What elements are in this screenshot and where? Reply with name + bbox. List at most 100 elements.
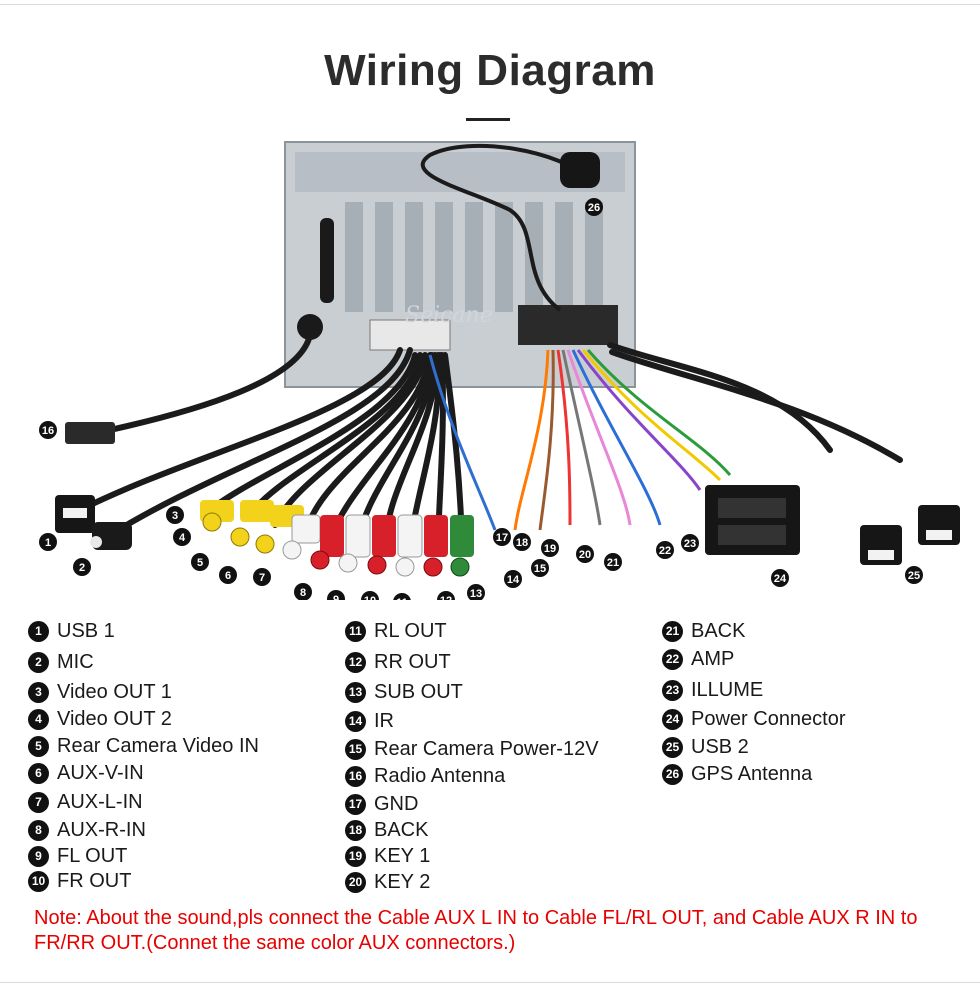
svg-text:7: 7: [259, 572, 265, 584]
legend-badge: 4: [28, 708, 49, 730]
legend-item-rr-out: 12 RR OUT: [345, 650, 451, 674]
legend-badge: 17: [345, 793, 366, 815]
legend-badge: 13: [345, 681, 366, 703]
legend-badge: 9: [28, 845, 49, 867]
svg-text:19: 19: [544, 543, 556, 555]
legend-badge: 22: [662, 648, 683, 670]
legend-badge: 15: [345, 738, 366, 760]
callout-20: 20: [576, 545, 594, 563]
svg-text:2: 2: [79, 562, 85, 574]
callout-9: 9: [327, 590, 345, 600]
legend-item-rear-camera-video-in: 5 Rear Camera Video IN: [28, 734, 259, 758]
callout-25: 25: [905, 566, 923, 584]
legend-badge: 2: [28, 651, 49, 673]
svg-text:18: 18: [516, 537, 528, 549]
legend-label: IR: [374, 709, 394, 732]
legend-label: FR OUT: [57, 869, 132, 892]
legend-item-aux-v-in: 6 AUX-V-IN: [28, 761, 144, 785]
legend-badge: 7: [28, 791, 49, 813]
svg-text:3: 3: [172, 510, 178, 522]
callout-2: 2: [73, 558, 91, 576]
legend-label: Video OUT 1: [57, 680, 172, 703]
callout-badges: 1 2 3 4 5 6 7 8 9 10 11 12 13 14 15 16 1…: [39, 198, 923, 600]
legend-label: KEY 1: [374, 844, 431, 867]
sound-connection-note: Note: About the sound,pls connect the Ca…: [34, 907, 918, 954]
svg-text:17: 17: [496, 532, 508, 544]
legend-label: BACK: [374, 818, 429, 841]
callout-19: 19: [541, 539, 559, 557]
legend-item-aux-r-in: 8 AUX-R-IN: [28, 818, 146, 842]
svg-text:25: 25: [908, 570, 920, 582]
legend-label: AUX-V-IN: [57, 761, 144, 784]
legend-badge: 3: [28, 681, 49, 703]
legend-label: RL OUT: [374, 619, 447, 642]
legend-label: Video OUT 2: [57, 707, 172, 730]
callout-6: 6: [219, 566, 237, 584]
power-connector: [705, 485, 800, 555]
callout-22: 22: [656, 541, 674, 559]
legend-item-video-out-2: 4 Video OUT 2: [28, 707, 172, 731]
svg-text:23: 23: [684, 538, 696, 550]
legend-label: AUX-L-IN: [57, 790, 143, 813]
svg-text:24: 24: [774, 573, 787, 585]
legend-badge: 18: [345, 819, 366, 841]
legend-item-fl-out: 9 FL OUT: [28, 844, 127, 868]
legend-label: RR OUT: [374, 650, 451, 673]
legend-badge: 12: [345, 651, 366, 673]
svg-text:22: 22: [659, 545, 671, 557]
callout-1: 1: [39, 533, 57, 551]
legend-item-aux-l-in: 7 AUX-L-IN: [28, 790, 143, 814]
legend-label: Rear Camera Video IN: [57, 734, 259, 757]
svg-text:12: 12: [440, 595, 452, 600]
callout-23: 23: [681, 534, 699, 552]
bottom-divider: [0, 982, 980, 983]
legend-label: Power Connector: [691, 707, 846, 730]
top-divider: [0, 4, 980, 5]
callout-12: 12: [437, 591, 455, 600]
legend-label: AUX-R-IN: [57, 818, 146, 841]
svg-text:15: 15: [534, 563, 546, 575]
svg-text:20: 20: [579, 549, 591, 561]
legend-badge: 5: [28, 735, 49, 757]
radio-antenna-plug: [65, 422, 115, 444]
legend-badge: 14: [345, 710, 366, 732]
callout-8: 8: [294, 583, 312, 600]
svg-text:21: 21: [607, 557, 619, 569]
callout-3: 3: [166, 506, 184, 524]
callout-11: 11: [393, 593, 411, 600]
legend-badge: 6: [28, 762, 49, 784]
legend-item-rear-camera-power: 15 Rear Camera Power-12V: [345, 737, 599, 761]
callout-14: 14: [504, 570, 522, 588]
svg-text:4: 4: [179, 532, 186, 544]
svg-text:8: 8: [300, 587, 306, 599]
legend-badge: 10: [28, 870, 49, 892]
legend-badge: 8: [28, 819, 49, 841]
svg-text:6: 6: [225, 570, 231, 582]
legend-label: FL OUT: [57, 844, 128, 867]
svg-text:13: 13: [470, 588, 482, 600]
svg-text:26: 26: [588, 202, 600, 214]
radio-antenna-stub: [297, 218, 334, 340]
callout-5: 5: [191, 553, 209, 571]
legend-item-fr-out: 10 FR OUT: [28, 869, 131, 893]
callout-26: 26: [585, 198, 603, 216]
legend-badge: 21: [662, 620, 683, 642]
callout-13: 13: [467, 584, 485, 600]
legend-label: Rear Camera Power-12V: [374, 737, 599, 760]
legend-label: KEY 2: [374, 870, 431, 893]
legend-item-radio-antenna: 16 Radio Antenna: [345, 764, 505, 788]
rca-connectors: [200, 500, 474, 577]
legend-badge: 16: [345, 765, 366, 787]
legend-badge: 26: [662, 763, 683, 785]
legend-label: Radio Antenna: [374, 764, 506, 787]
gps-antenna: [420, 143, 600, 312]
legend-badge: 23: [662, 679, 683, 701]
page-title: Wiring Diagram: [324, 46, 656, 95]
